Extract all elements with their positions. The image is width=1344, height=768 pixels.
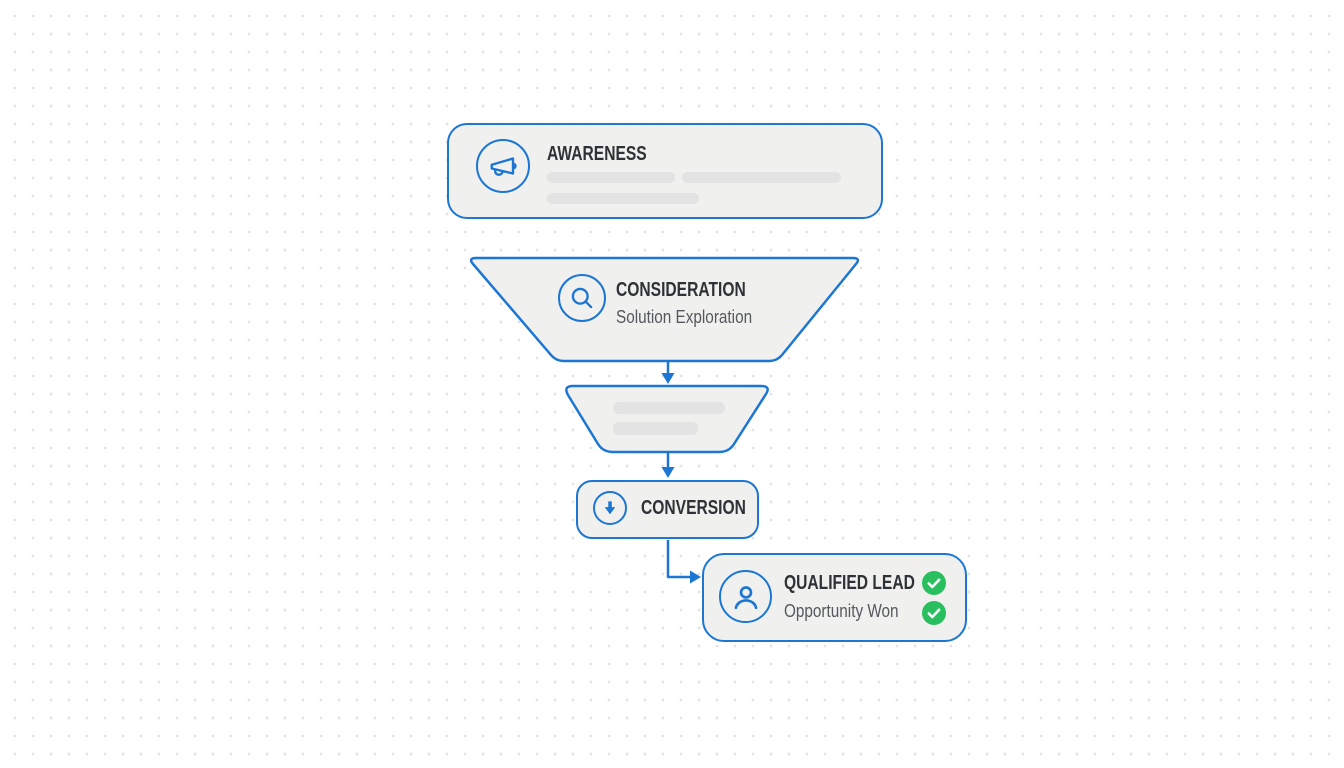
qualified-lead-title: QUALIFIED LEAD	[784, 572, 915, 594]
consideration-title: CONSIDERATION	[616, 279, 746, 301]
conversion-title: CONVERSION	[641, 497, 746, 519]
conversion-node[interactable]: CONVERSION	[576, 480, 759, 539]
placeholder-bar	[613, 402, 725, 414]
placeholder-bar	[682, 172, 841, 183]
arrow-down-icon	[593, 491, 627, 525]
placeholder-bar	[613, 422, 698, 435]
user-icon	[719, 570, 772, 623]
placeholder-bar	[547, 193, 699, 204]
qualified-lead-subtitle: Opportunity Won	[784, 601, 899, 621]
check-circle-icon	[922, 571, 946, 595]
connector-conversion-to-qualified-lead[interactable]	[666, 540, 701, 584]
awareness-title: AWARENESS	[547, 143, 647, 165]
check-circle-icon	[922, 601, 946, 625]
placeholder-bar	[547, 172, 675, 183]
magnifier-icon	[558, 274, 606, 322]
arrow-consideration-to-placeholder[interactable]	[661, 362, 675, 384]
qualified-lead-node[interactable]: QUALIFIED LEAD Opportunity Won	[702, 553, 967, 642]
placeholder-trapezoid-shape[interactable]	[565, 384, 769, 454]
arrow-placeholder-to-conversion[interactable]	[661, 453, 675, 478]
awareness-node[interactable]: AWARENESS	[447, 123, 883, 219]
megaphone-icon	[476, 139, 530, 193]
consideration-subtitle: Solution Exploration	[616, 307, 753, 327]
